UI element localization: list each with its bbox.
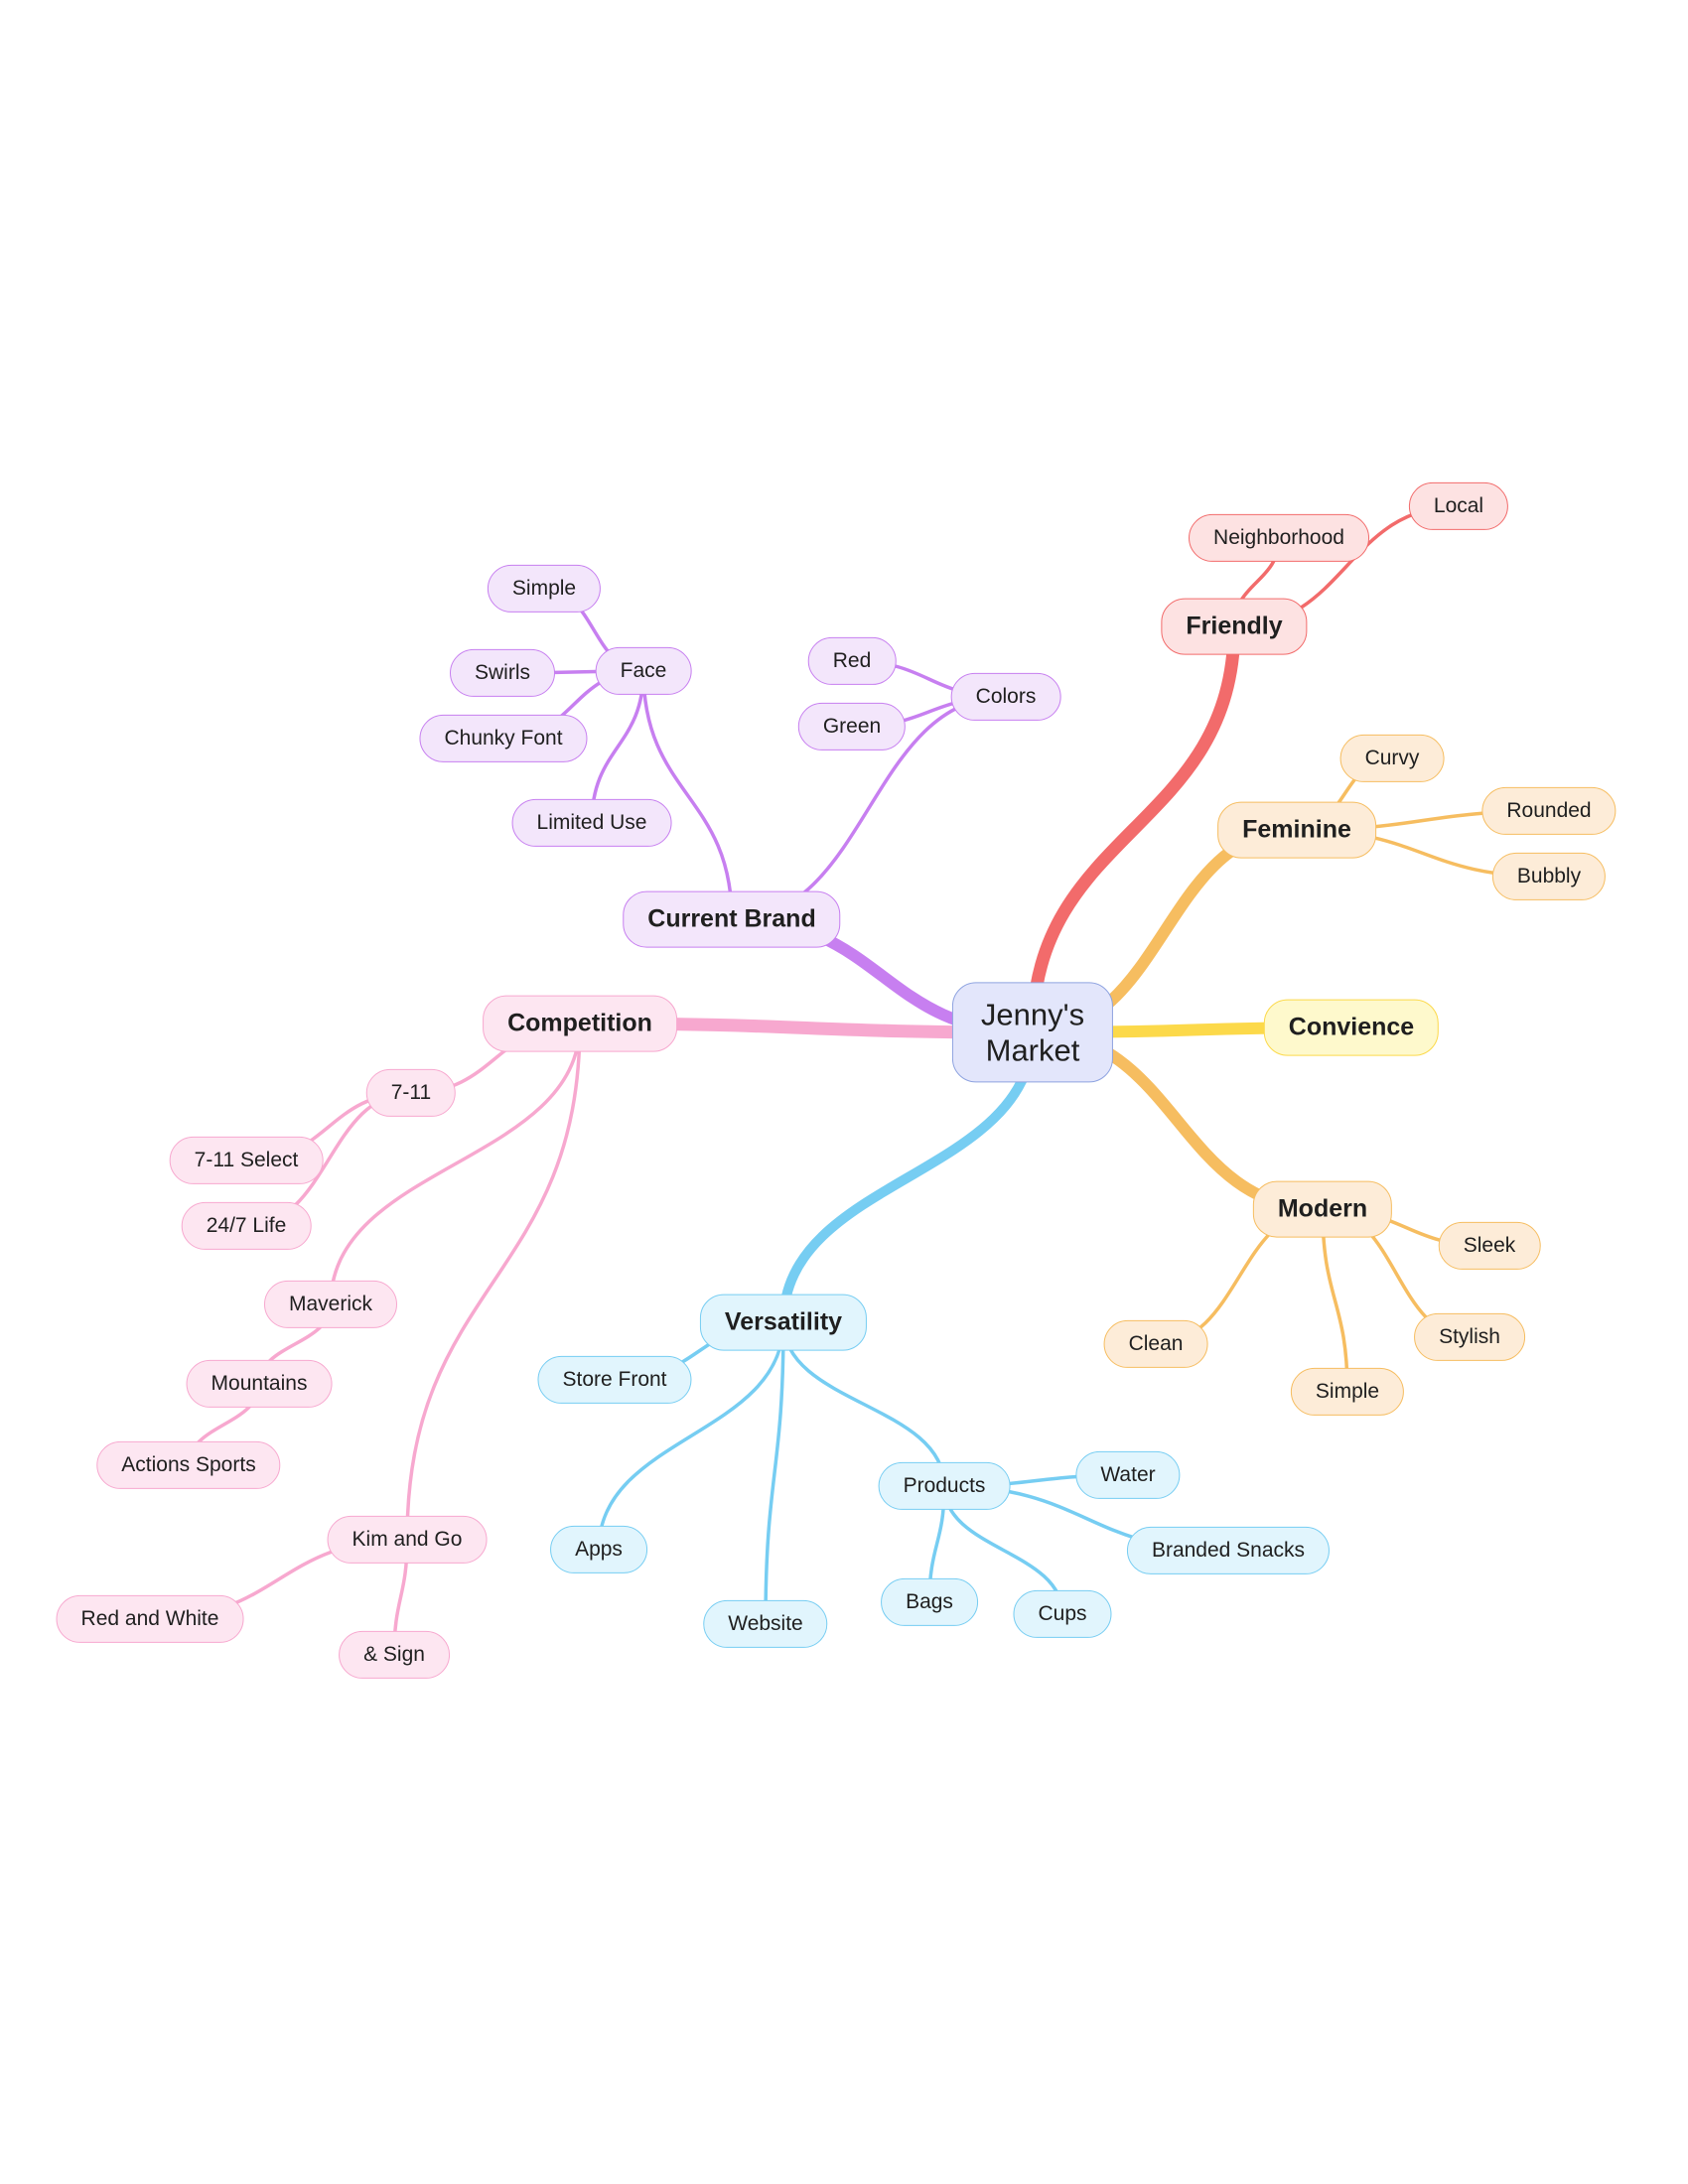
link-modern-modern-2 bbox=[1321, 1207, 1349, 1394]
node-7-11[interactable]: 7-11 bbox=[365, 1068, 457, 1118]
link-competition-competition-1 bbox=[329, 1022, 582, 1306]
node-mountains[interactable]: Mountains bbox=[186, 1359, 333, 1409]
node-kim-and-go[interactable]: Kim and Go bbox=[327, 1515, 488, 1565]
node-24-7-life[interactable]: 24/7 Life bbox=[181, 1201, 312, 1251]
node-bags[interactable]: Bags bbox=[881, 1577, 978, 1627]
node-and-sign[interactable]: & Sign bbox=[339, 1630, 450, 1680]
node-limited-use[interactable]: Limited Use bbox=[511, 798, 672, 848]
node-red-and-white[interactable]: Red and White bbox=[56, 1594, 244, 1644]
node-rounded[interactable]: Rounded bbox=[1481, 786, 1617, 836]
branch-convience[interactable]: Convience bbox=[1263, 999, 1440, 1056]
node-branded-snacks[interactable]: Branded Snacks bbox=[1126, 1526, 1331, 1575]
node-products[interactable]: Products bbox=[878, 1461, 1011, 1511]
node-bubbly[interactable]: Bubbly bbox=[1491, 852, 1607, 901]
node-water[interactable]: Water bbox=[1075, 1450, 1181, 1500]
link-current-brand-current-brand-0 bbox=[641, 669, 734, 921]
node-apps[interactable]: Apps bbox=[550, 1525, 647, 1574]
branch-current-brand[interactable]: Current Brand bbox=[623, 890, 841, 948]
branch-friendly[interactable]: Friendly bbox=[1161, 598, 1308, 655]
link-versatility-versatility-1 bbox=[597, 1320, 785, 1552]
branch-versatility[interactable]: Versatility bbox=[699, 1294, 868, 1351]
branch-feminine[interactable]: Feminine bbox=[1217, 801, 1376, 859]
node-face[interactable]: Face bbox=[595, 646, 692, 696]
link-competition-competition-2 bbox=[405, 1022, 582, 1542]
node-red[interactable]: Red bbox=[807, 636, 897, 686]
link-versatility-versatility-3 bbox=[781, 1320, 946, 1488]
node-cups[interactable]: Cups bbox=[1013, 1589, 1112, 1639]
link-versatility-versatility-2 bbox=[764, 1320, 785, 1626]
node-actions-sports[interactable]: Actions Sports bbox=[96, 1440, 281, 1490]
node-simple-modern[interactable]: Simple bbox=[1290, 1367, 1405, 1417]
node-local[interactable]: Local bbox=[1408, 481, 1509, 531]
node-curvy[interactable]: Curvy bbox=[1339, 734, 1445, 783]
node-clean[interactable]: Clean bbox=[1103, 1319, 1208, 1369]
node-maverick[interactable]: Maverick bbox=[263, 1280, 398, 1329]
node-green[interactable]: Green bbox=[797, 702, 907, 751]
node-chunky-font[interactable]: Chunky Font bbox=[419, 714, 588, 763]
node-website[interactable]: Website bbox=[703, 1599, 828, 1649]
node-colors[interactable]: Colors bbox=[950, 672, 1061, 722]
root-node[interactable]: Jenny's Market bbox=[951, 982, 1114, 1083]
link-current-brand-0-face-3 bbox=[590, 669, 645, 825]
node-sleek[interactable]: Sleek bbox=[1438, 1221, 1541, 1271]
node-swirls[interactable]: Swirls bbox=[450, 648, 555, 698]
branch-competition[interactable]: Competition bbox=[483, 995, 677, 1052]
link-root-friendly bbox=[1026, 619, 1241, 1039]
node-neighborhood[interactable]: Neighborhood bbox=[1189, 513, 1369, 563]
link-root-versatility bbox=[778, 1027, 1038, 1327]
node-store-front[interactable]: Store Front bbox=[537, 1355, 692, 1405]
node-stylish[interactable]: Stylish bbox=[1414, 1312, 1525, 1362]
node-7-11-select[interactable]: 7-11 Select bbox=[169, 1136, 324, 1185]
node-simple-face[interactable]: Simple bbox=[487, 564, 602, 614]
branch-modern[interactable]: Modern bbox=[1252, 1180, 1393, 1238]
